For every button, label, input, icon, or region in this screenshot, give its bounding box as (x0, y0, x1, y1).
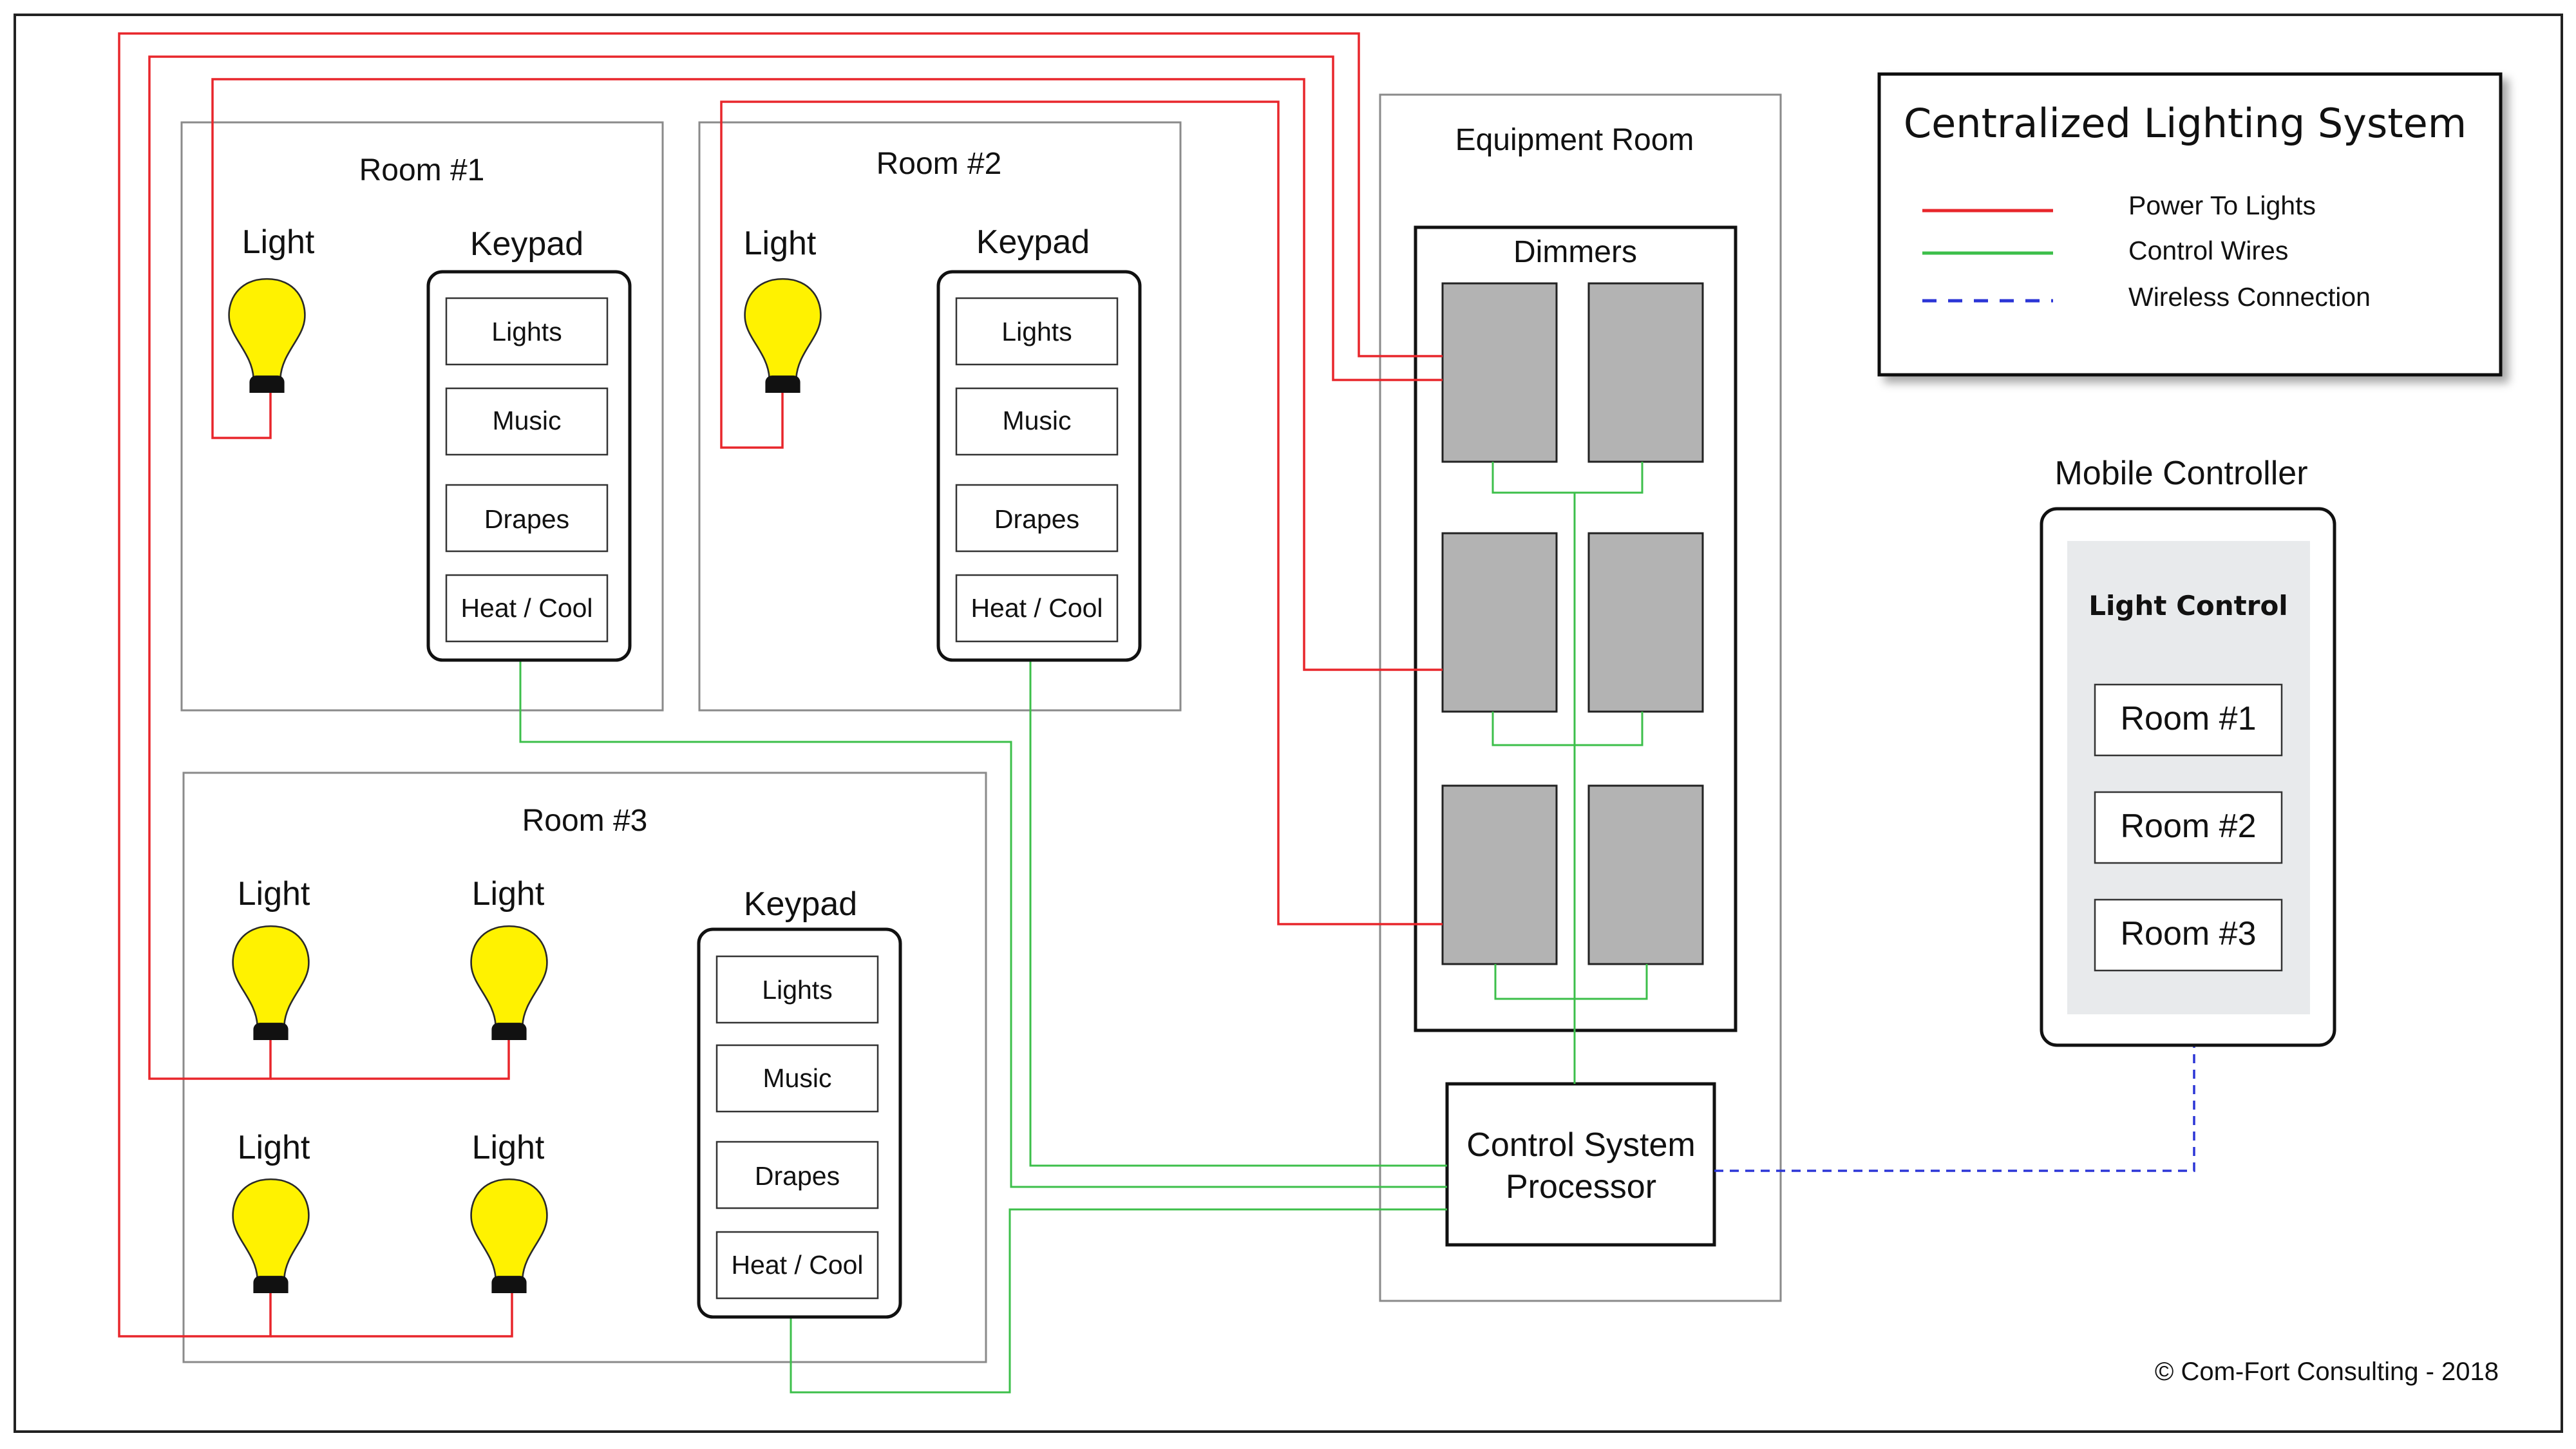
mobile-room-3-button-label: Room #3 (2121, 915, 2257, 952)
room-1-box (180, 121, 664, 712)
room-2-music-button-label: Music (1002, 406, 1071, 435)
mobile-room-1-button[interactable] (2094, 683, 2283, 757)
legend-title: Centralized Lighting System (1904, 100, 2467, 147)
legend-control-label: Control Wires (2128, 236, 2288, 265)
mobile-room-1-button-label: Room #1 (2121, 700, 2257, 737)
room-1-keypad: Lights Music Drapes Heat / Cool (426, 270, 632, 662)
room-1-lights-button-label: Lights (491, 317, 562, 346)
control-system-processor (1445, 1082, 1716, 1247)
dimmers-label: Dimmers (1513, 235, 1637, 269)
mobile-controller-title: Mobile Controller (2054, 455, 2307, 492)
room-3-keypad: Lights Music Drapes Heat / Cool (697, 927, 902, 1319)
room-2-keypad-label: Keypad (976, 223, 1090, 261)
wireless-link (1714, 1046, 2195, 1172)
room-1-heat-cool-button-label: Heat / Cool (460, 593, 592, 623)
room-1-title: Room #1 (359, 153, 485, 187)
room-1-drapes-button-label: Drapes (484, 504, 569, 534)
room-1-drapes-button[interactable] (445, 484, 609, 553)
mobile-room-3-button[interactable] (2094, 898, 2283, 972)
dimmer-6 (1587, 784, 1704, 965)
room-2: Room #2 Light Keypad (698, 121, 1182, 712)
room-3-drapes-button[interactable] (715, 1141, 879, 1209)
power-wires (118, 32, 1443, 1338)
dimmer-1 (1441, 282, 1558, 463)
copyright: © Com-Fort Consulting - 2018 (2155, 1358, 2499, 1386)
room-1-heat-cool-button[interactable] (445, 574, 609, 643)
mobile-controller: Mobile Controller Light Control Room #1 … (2040, 455, 2336, 1047)
legend-box (1877, 72, 2503, 377)
processor-label-line-2: Processor (1506, 1168, 1656, 1206)
room-2-heat-cool-button-label: Heat / Cool (971, 593, 1103, 623)
mobile-screen-header: Light Control (2088, 590, 2287, 621)
room-3-light-label-4: Light (472, 1129, 545, 1166)
room-3-bulb-icon-2 (470, 925, 548, 1040)
room-1-bulb-icon (228, 278, 306, 393)
outer-frame (14, 14, 2563, 1433)
room-2-title: Room #2 (876, 147, 1002, 181)
room-2-box (698, 121, 1182, 712)
dimmer-4 (1587, 532, 1704, 713)
room-1-light-label: Light (242, 223, 315, 261)
room-3-drapes-button-label: Drapes (755, 1161, 840, 1191)
room-3-light-label-3: Light (238, 1129, 310, 1166)
room-3-box (182, 772, 987, 1363)
dimmer-2 (1587, 282, 1704, 463)
room-3-heat-cool-button-label: Heat / Cool (731, 1250, 863, 1280)
room-2-drapes-button[interactable] (955, 484, 1119, 553)
room-3-bulb-icon-1 (232, 925, 310, 1040)
legend-power-label: Power To Lights (2128, 191, 2316, 220)
room-3-keypad-label: Keypad (744, 886, 857, 923)
room-3: Room #3 Light Light Light Light Keypad (182, 772, 987, 1363)
room-2-lights-button[interactable] (955, 297, 1119, 366)
equipment-room-title: Equipment Room (1455, 123, 1694, 157)
room-3-bulb-icon-3 (232, 1178, 310, 1293)
room-2-light-label: Light (744, 225, 817, 262)
legend: Centralized Lighting System Power To Lig… (1877, 72, 2503, 377)
room-1-lights-button[interactable] (445, 297, 609, 366)
room-2-lights-button-label: Lights (1001, 317, 1072, 346)
room-2-keypad: Lights Music Drapes Heat / Cool (936, 270, 1142, 662)
room-1-music-button-label: Music (492, 406, 561, 435)
room-2-music-button[interactable] (955, 387, 1119, 456)
dimmer-5 (1441, 784, 1558, 965)
room-2-heat-cool-button[interactable] (955, 574, 1119, 643)
room-3-music-button-label: Music (762, 1063, 831, 1093)
room-2-drapes-button-label: Drapes (994, 504, 1079, 534)
mobile-room-2-button-label: Room #2 (2121, 808, 2257, 845)
equipment-room: Equipment Room Dimmers Control System Pr… (1379, 93, 1782, 1302)
mobile-room-2-button[interactable] (2094, 791, 2283, 864)
room-1-keypad-label: Keypad (470, 225, 583, 263)
legend-wireless-label: Wireless Connection (2128, 282, 2371, 312)
equipment-room-box (1379, 93, 1782, 1302)
room-1: Room #1 Light Keypad (180, 121, 664, 712)
control-wires (519, 462, 1648, 1394)
room-3-light-label-1: Light (238, 875, 310, 913)
room-1-music-button[interactable] (445, 387, 609, 456)
room-3-light-label-2: Light (472, 875, 545, 913)
room-3-music-button[interactable] (715, 1044, 879, 1113)
room-2-bulb-icon (744, 278, 822, 393)
room-3-bulb-icon-4 (470, 1178, 548, 1293)
room-3-title: Room #3 (522, 804, 648, 838)
room-3-lights-button-label: Lights (762, 975, 832, 1005)
dimmer-3 (1441, 532, 1558, 713)
room-3-lights-button[interactable] (715, 955, 879, 1024)
room-3-heat-cool-button[interactable] (715, 1231, 879, 1300)
processor-label-line-1: Control System (1466, 1126, 1695, 1164)
